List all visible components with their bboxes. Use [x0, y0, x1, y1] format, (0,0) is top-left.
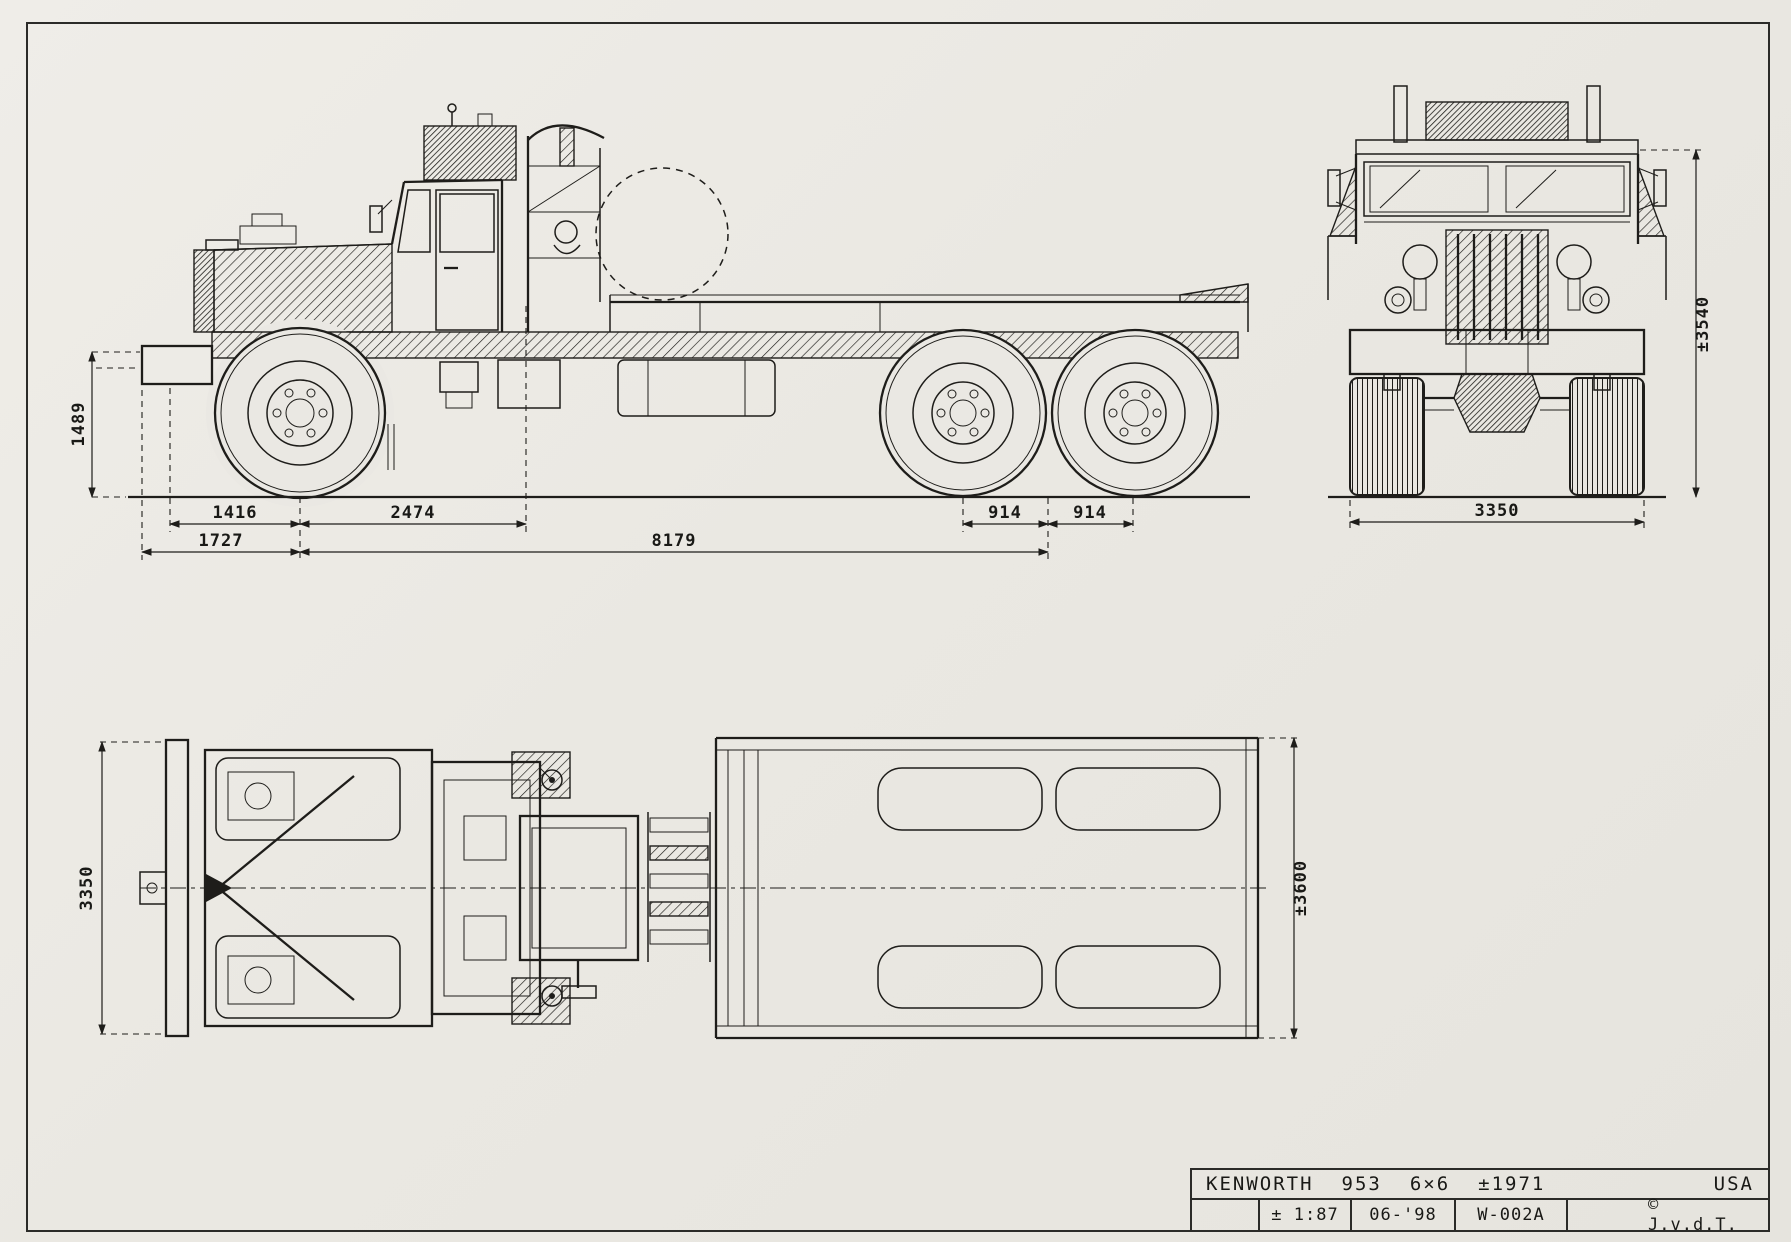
side-view-dimensions: 1416 2474 1727 8179 914 914 1489: [69, 306, 1135, 560]
side-rear-wheel-2: [1050, 328, 1220, 498]
side-view-drawing: [96, 103, 1250, 507]
dim-top-front-width: 3350: [77, 866, 97, 911]
top-view-drawing: [139, 736, 1270, 1040]
title-block-row-main: KENWORTH 953 6×6 ±1971 USA: [1192, 1170, 1768, 1200]
title-block: KENWORTH 953 6×6 ±1971 USA ± 1:87 06-'98…: [1190, 1168, 1770, 1235]
dim-side-tandem-front: 914: [988, 503, 1022, 523]
title-credit: © J.v.d.T.: [1648, 1195, 1738, 1235]
dim-top-bed-width: ±3600: [1291, 860, 1311, 916]
title-make: KENWORTH: [1206, 1173, 1314, 1195]
title-scale: ± 1:87: [1258, 1200, 1350, 1230]
title-block-row-meta: ± 1:87 06-'98 W-002A © J.v.d.T.: [1192, 1195, 1768, 1235]
title-date: 06-'98: [1350, 1200, 1454, 1230]
dim-side-tandem-rear: 914: [1073, 503, 1107, 523]
dim-side-frame-height: 1489: [69, 402, 89, 447]
title-year: ±1971: [1478, 1173, 1546, 1195]
side-front-wheel: [213, 326, 387, 500]
front-view-dimensions: ±3540 3350: [1348, 148, 1713, 530]
title-cell-empty: [1192, 1200, 1258, 1230]
title-drawing-number: W-002A: [1454, 1200, 1566, 1230]
title-cell-spacer: [1566, 1200, 1648, 1230]
side-rear-wheel-1: [878, 328, 1048, 498]
dim-side-axle-to-cab: 2474: [391, 503, 436, 523]
title-drive: 6×6: [1409, 1173, 1451, 1195]
front-view-drawing: [1327, 85, 1667, 499]
dim-side-front-overhang: 1727: [199, 531, 244, 551]
dim-side-wheelbase: 8179: [652, 531, 697, 551]
title-country: USA: [1713, 1173, 1754, 1195]
dim-side-bumper-to-axle: 1416: [213, 503, 258, 523]
dim-front-overall-height: ±3540: [1693, 296, 1713, 352]
title-model: 953: [1341, 1173, 1382, 1195]
dim-front-overall-width: 3350: [1475, 501, 1520, 521]
top-view-dimensions: 3350 ±3600: [77, 736, 1311, 1040]
sheet-border-frame: [26, 22, 1770, 1232]
